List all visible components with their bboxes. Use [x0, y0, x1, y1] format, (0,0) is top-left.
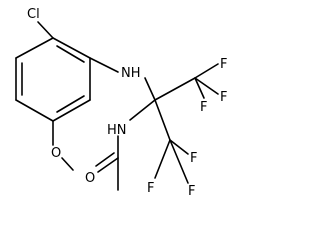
fluorine-label-2: F — [220, 90, 227, 105]
cf3-lower-f-bond — [169, 139, 189, 184]
cf3-upper-f-bond — [194, 77, 219, 95]
fluorine-label-6: F — [147, 181, 154, 196]
ring-double-bond — [56, 45, 85, 63]
chemical-structure-diagram: Cl NH HN O O F F F F F F — [15, 7, 227, 199]
fluorine-label-1: F — [220, 57, 227, 72]
benzene-ring — [15, 37, 91, 122]
fluorine-label-5: F — [188, 184, 195, 199]
cf3-lower-f-bond — [169, 139, 189, 155]
ring-bond — [15, 99, 54, 122]
carbon-upper-cf3-bond — [154, 77, 196, 101]
ring-bond — [52, 37, 91, 59]
chlorine-label: Cl — [27, 7, 40, 22]
nh-carbon-bond — [144, 77, 156, 101]
amide-carbonyl-double-bond — [95, 152, 115, 167]
ring-bond — [15, 37, 54, 59]
amine-nh-lower-label: HN — [107, 123, 127, 138]
ring-double-bond — [56, 95, 85, 113]
cf3-lower-f-bond — [154, 139, 171, 179]
amide-carbonyl-bond — [97, 157, 119, 173]
fluorine-label-4: F — [190, 151, 197, 166]
ring-bond — [52, 99, 91, 122]
chlorine-bond — [37, 21, 54, 39]
carbon-acetamide-nh-bond — [129, 99, 156, 121]
aryl-nh-bond — [89, 57, 119, 73]
cf3-upper-f-bond — [194, 77, 205, 99]
fluorine-label-3: F — [200, 100, 207, 115]
carbonyl-oxygen-label: O — [85, 171, 95, 186]
cf3-upper-f-bond — [194, 63, 219, 79]
methoxy-oxygen-label: O — [51, 146, 61, 161]
methoxy-bond-methyl — [61, 157, 74, 171]
carbon-lower-cf3-bond — [154, 99, 171, 141]
amine-nh-upper-label: NH — [121, 66, 141, 81]
